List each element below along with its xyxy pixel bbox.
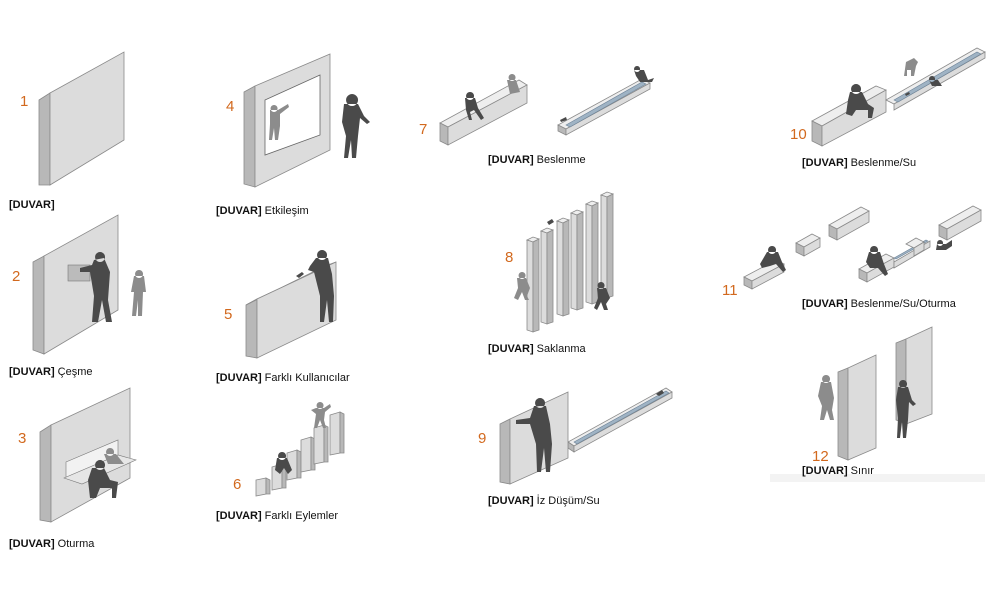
panel-caption-7: [DUVAR] Beslenme: [488, 154, 586, 166]
panel-caption-11: [DUVAR] Beslenme/Su/Oturma: [802, 298, 957, 310]
panel-11: 11 [DUVAR] Beslenme/Su/Oturma: [722, 205, 982, 310]
panel-3: 3 [DUVAR] Oturma: [9, 387, 137, 550]
panel-7: 7 [DUVAR] Beslenme: [419, 66, 654, 166]
panel-caption-1: [DUVAR]: [9, 199, 55, 211]
panel-caption-12: [DUVAR] Sınır: [802, 465, 874, 477]
panel-6: 6 [DUVAR] Farklı Eylemler: [216, 402, 345, 522]
panel-9: 9 [DUVAR] İz Düşüm/Su: [478, 387, 673, 507]
panel-number-10: 10: [790, 126, 807, 143]
panel-caption-9: [DUVAR] İz Düşüm/Su: [488, 494, 600, 507]
panel-number-4: 4: [226, 98, 234, 115]
panel-4: 4 [DUVAR] Etkileşim: [216, 53, 370, 217]
panel-caption-6: [DUVAR] Farklı Eylemler: [216, 510, 338, 522]
panel-number-1: 1: [20, 93, 28, 110]
panel-1: 1 [DUVAR]: [9, 51, 125, 211]
panel-number-9: 9: [478, 430, 486, 447]
panel-8: 8 [DUVAR] Saklanma: [488, 191, 615, 355]
ground-shadow: [770, 474, 985, 482]
panel-number-5: 5: [224, 306, 232, 323]
panel-number-6: 6: [233, 476, 241, 493]
panel-12: 12 [DUVAR] Sınır: [770, 326, 985, 482]
panel-caption-10: [DUVAR] Beslenme/Su: [802, 157, 916, 169]
panel-2: 2 [DUVAR] Çeşme: [9, 214, 146, 378]
panel-number-8: 8: [505, 249, 513, 266]
panel-caption-3: [DUVAR] Oturma: [9, 538, 95, 550]
panel-number-2: 2: [12, 268, 20, 285]
panel-caption-5: [DUVAR] Farklı Kullanıcılar: [216, 372, 350, 384]
panel-5: 5 [DUVAR] Farklı Kullanıcılar: [216, 250, 350, 384]
panel-caption-2: [DUVAR] Çeşme: [9, 366, 93, 378]
panel-number-11: 11: [722, 282, 738, 299]
panel-number-12: 12: [812, 448, 829, 465]
panel-number-3: 3: [18, 430, 26, 447]
panel-number-7: 7: [419, 121, 427, 138]
panel-caption-8: [DUVAR] Saklanma: [488, 343, 586, 355]
panel-10: 10 [DUVAR] Beslenme/Su: [790, 47, 986, 169]
panel-caption-4: [DUVAR] Etkileşim: [216, 205, 309, 217]
